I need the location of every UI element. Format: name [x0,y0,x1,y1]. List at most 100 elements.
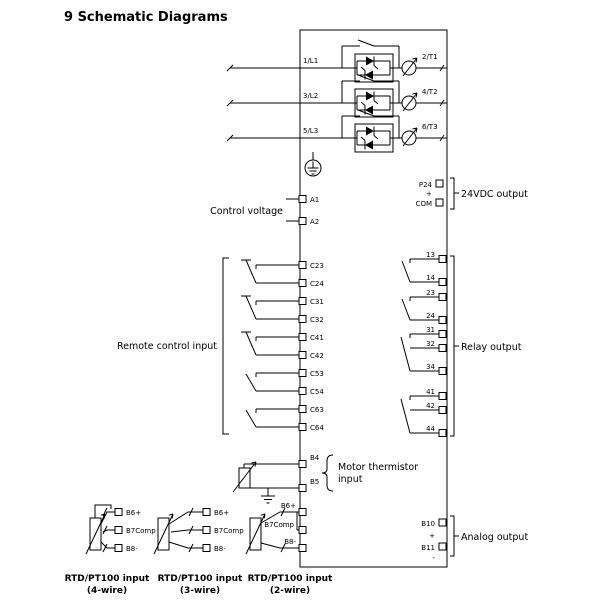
terminal-label: C42 [310,352,324,360]
relay-output-label: Relay output [461,342,522,353]
phase-line-3: 5/L3 6/T3 [226,109,447,153]
terminal-label: C53 [310,370,324,378]
bypass-contact [341,109,400,138]
page-title: 9 Schematic Diagrams [64,10,228,25]
terminal-label: 24 [426,312,435,320]
terminal-label: B5 [310,478,319,486]
terminal-label: C63 [310,406,324,414]
terminal-label: B11 [421,544,435,552]
phase-output-label: 2/T1 [422,53,438,61]
polarity-minus: - [432,554,435,562]
terminal-a2 [298,217,307,225]
terminal-com [435,198,444,207]
terminal-label: C32 [310,316,324,324]
bracket [450,255,459,437]
terminal-label: 13 [426,251,435,259]
terminal-label: A1 [310,196,319,204]
terminal-label: B7Comp [264,521,294,529]
rtd-caption-line2: (4-wire) [87,586,127,596]
terminal-label: B6+ [214,509,229,517]
terminal-label: B8- [214,545,226,553]
terminal-a1 [298,195,307,203]
scr-pair-box [354,53,394,83]
terminal-label: B10 [421,520,435,528]
terminal-label: 32 [426,340,435,348]
terminal-label: C54 [310,388,324,396]
bypass-contact [341,39,400,68]
bypass-contact [341,74,400,103]
brace [321,454,334,492]
current-sensor [393,57,447,77]
bracket [450,515,459,557]
terminal-b4 [298,460,307,468]
terminal-label: 23 [426,289,435,297]
terminal-label: B4 [310,454,320,462]
thermistor-label-line2: input [338,474,363,485]
terminal-b10 [438,518,447,527]
terminal-label: C31 [310,298,324,306]
rtd-caption-line2: (3-wire) [180,586,220,596]
terminal-label: C24 [310,280,324,288]
phase-input-label: 5/L3 [303,127,318,135]
scr-pair-box [354,123,394,153]
earth-ground-icon [304,152,322,177]
remote-control-section: C23 C24 C31 C32 C41 C42 C53 C54 C63 C64 … [117,257,324,435]
terminal-p24 [435,179,444,188]
rtd-caption-line2: (2-wire) [270,586,310,596]
current-sensor [393,92,447,112]
phase-output-label: 6/T3 [422,123,438,131]
terminal-b11 [438,542,447,551]
terminal-label: C41 [310,334,324,342]
polarity-plus: + [426,190,432,198]
terminal-label: 31 [426,326,435,334]
phase-line-2: 3/L2 4/T2 [226,74,447,118]
rtd-icon [249,517,262,551]
rtd-caption-line1: RTD/PT100 input [65,574,150,584]
dc24v-output-label: 24VDC output [461,189,528,200]
rtd-group-2wire: B6+ B7Comp B8- RTD/PT100 input (2-wire) [245,502,333,596]
current-sensor [393,127,447,147]
dc24v-output-section: P24 + COM 24VDC output [416,177,528,210]
earth-ground-icon [261,488,275,504]
terminal-label: 41 [426,388,435,396]
terminal-label: 14 [426,274,435,282]
terminal-label: C64 [310,424,324,432]
phase-line-1: 1/L1 2/T1 [226,39,447,83]
terminal-label: 42 [426,402,435,410]
relay-output-section: 13 14 23 24 31 32 34 41 42 44 Relay outp… [400,251,522,437]
rtd-caption-line1: RTD/PT100 input [158,574,243,584]
rtd-icon [157,517,170,551]
control-voltage-label: Control voltage [210,206,283,217]
scr-pair-box [354,88,394,118]
terminal-label: B6+ [126,509,141,517]
phase-input-label: 3/L2 [303,92,318,100]
terminal-b5 [298,484,307,492]
bracket [450,177,459,210]
terminal-label: B6+ [281,502,296,510]
terminal-label: 44 [426,425,435,433]
thermistor-icon [238,467,251,489]
terminal-label: 34 [426,363,435,371]
terminal-label: B7Comp [214,527,244,535]
phase-output-label: 4/T2 [422,88,438,96]
motor-thermistor-section: B4 B5 Motor thermistor input [232,454,418,504]
polarity-plus: + [429,532,435,540]
thermistor-label-line1: Motor thermistor [338,462,418,473]
terminal-label: B8- [126,545,138,553]
terminal-label: A2 [310,218,319,226]
remote-control-label: Remote control input [117,341,217,352]
terminal-label: B8- [284,538,296,546]
analog-output-label: Analog output [461,532,528,543]
rtd-caption-line1: RTD/PT100 input [248,574,333,584]
analog-output-section: B10 + B11 - Analog output [421,515,528,562]
rtd-group-3wire: B6+ B7Comp B8- RTD/PT100 input (3-wire) [153,507,244,596]
terminal-label: P24 [419,181,433,189]
bracket [222,257,229,435]
terminal-label: C23 [310,262,324,270]
control-voltage-section: A1 A2 Control voltage [210,195,319,226]
rtd-group-4wire: B6+ B7Comp B8- RTD/PT100 input (4-wire) [65,504,156,596]
terminal-label: B7Comp [126,527,156,535]
terminal-label: COM [416,200,432,208]
